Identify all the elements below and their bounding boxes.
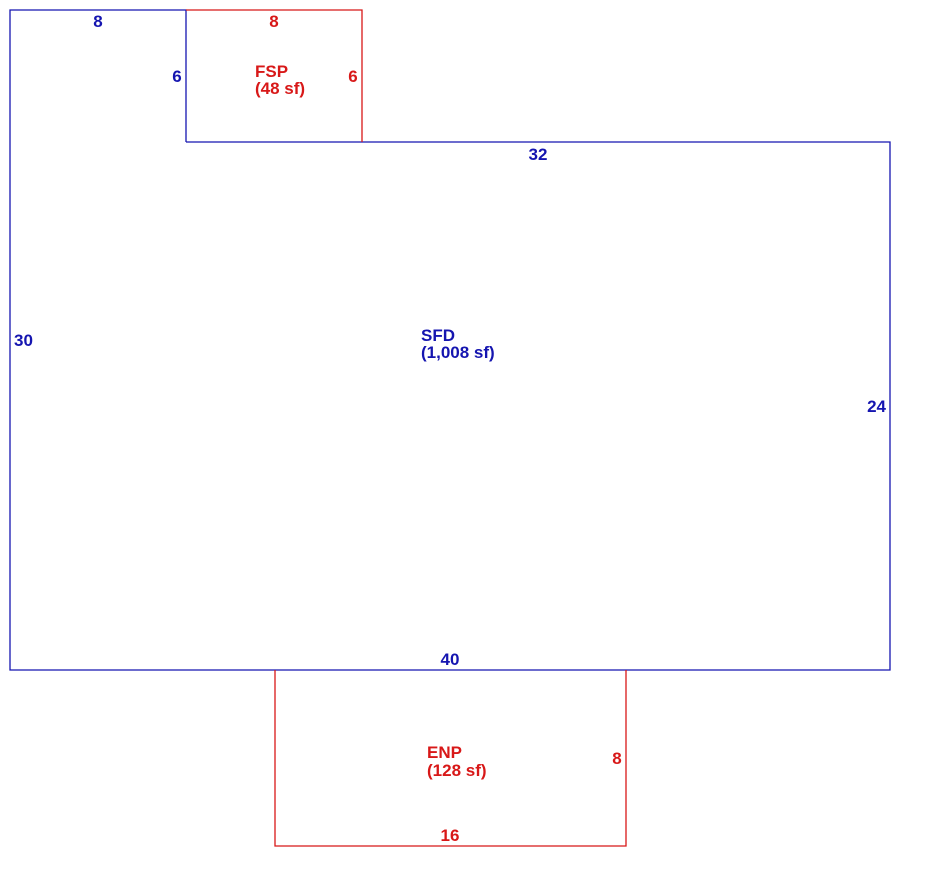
enp-dim-bottom: 16 xyxy=(441,826,460,845)
sfd-dim-top-left: 8 xyxy=(93,12,102,31)
fsp-dim-right: 6 xyxy=(348,67,357,86)
enp-area: (128 sf) xyxy=(427,761,487,780)
fsp-name: FSP xyxy=(255,62,288,81)
enp-name: ENP xyxy=(427,743,462,762)
sfd-name: SFD xyxy=(421,326,455,345)
sfd-dim-right: 24 xyxy=(867,397,886,416)
fsp-dim-top: 8 xyxy=(269,12,278,31)
fsp-area: (48 sf) xyxy=(255,79,305,98)
sfd-dim-notch-side: 6 xyxy=(172,67,181,86)
enp-dim-right: 8 xyxy=(612,749,621,768)
sfd-area: (1,008 sf) xyxy=(421,343,495,362)
sfd-dim-top-right: 32 xyxy=(529,145,548,164)
fsp-outline xyxy=(186,9,363,142)
enp-outline xyxy=(274,670,627,847)
sfd-dim-bottom: 40 xyxy=(441,650,460,669)
sfd-dim-left: 30 xyxy=(14,331,33,350)
